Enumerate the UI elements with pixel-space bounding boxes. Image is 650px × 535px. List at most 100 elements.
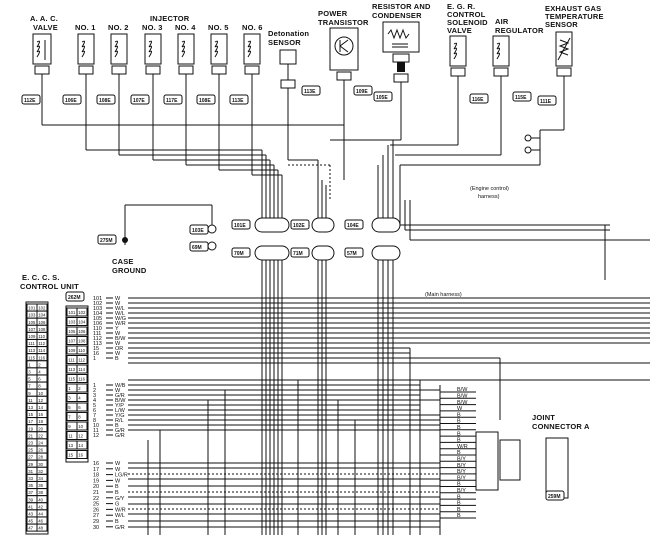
eccs-pin-label: 46	[38, 519, 43, 524]
eccs-pin-b-4: 4	[76, 393, 88, 402]
eccs-pin-b-10: 10	[76, 421, 88, 431]
eccs-pin-103: 103	[26, 310, 38, 319]
label-injector-6: NO. 6	[242, 23, 263, 32]
jc-wire-color: B	[457, 412, 461, 418]
svg-text:(Engine control): (Engine control)	[470, 186, 509, 192]
eccs-pin-b-5: 5	[66, 402, 78, 412]
eccs-pin-label: 4	[78, 396, 81, 401]
eccs-pin-label: 107	[68, 339, 76, 344]
eccs-pin-label: 28	[38, 455, 43, 460]
eccs-pin-label: 116	[78, 377, 85, 382]
eccs-pin-b-107: 107	[66, 336, 78, 345]
pin-number: 25	[93, 502, 99, 508]
eccs-pin-b-1: 1	[66, 383, 78, 393]
eccs-pin-48: 48	[36, 523, 48, 532]
svg-text:CONDENSER: CONDENSER	[372, 11, 422, 20]
eccs-pin-27: 27	[26, 452, 38, 461]
label-power-transistor: POWER TRANSISTOR	[318, 9, 369, 27]
pin-number: 26	[93, 507, 99, 513]
eccs-pin-b-116: 116	[76, 374, 88, 383]
eccs-pin-label: 106	[78, 329, 86, 334]
eccs-pin-label: 45	[28, 519, 33, 524]
resistor-condenser-symbol	[382, 21, 420, 83]
eccs-pin-b-12: 12	[76, 431, 88, 440]
wire-color: W	[115, 461, 121, 467]
egr-solenoid-symbol	[449, 35, 467, 77]
svg-text:SENSOR: SENSOR	[545, 20, 578, 29]
eccs-pin-17: 17	[26, 417, 38, 426]
wire-color: W	[115, 478, 121, 484]
svg-text:104E: 104E	[347, 223, 359, 229]
eccs-pin-41: 41	[26, 502, 38, 511]
wire-color: B/W	[115, 336, 126, 342]
eccs-pin-40: 40	[36, 495, 48, 504]
pin-number: 110	[93, 326, 102, 332]
label-injector-3: NO. 3	[142, 23, 163, 32]
mid-connector-group: 101E 102E 104E 70M 71M 57M 103E 69M	[189, 217, 401, 261]
connector-badges-top: 112E 106E 108E 107E 117E 108E 113E 113E …	[21, 85, 557, 106]
wire-color: W/L	[115, 513, 125, 519]
eccs-pin-label: 25	[28, 448, 33, 453]
wire-color: L/W	[115, 408, 126, 414]
eccs-pin-label: 104	[78, 320, 86, 325]
eccs-pin-label: 108	[38, 327, 46, 332]
eccs-pin-label: 26	[38, 448, 43, 453]
wire-color: LG/R	[115, 473, 128, 479]
eccs-pin-label: 113	[68, 367, 75, 372]
eccs-pin-label: 2	[78, 386, 81, 391]
eccs-pin-label: 9	[28, 391, 31, 396]
pin-number: 5	[93, 403, 96, 409]
eccs-pin-label: 43	[28, 512, 33, 517]
eccs-pin-label: 15	[28, 412, 33, 417]
detonation-sensor-symbol	[279, 49, 297, 89]
wire-color: G/R	[115, 428, 125, 434]
wire-color: B	[115, 519, 119, 525]
eccs-pin-24: 24	[36, 438, 48, 447]
eccs-pin-label: 39	[28, 497, 33, 502]
svg-text:SOLENOID: SOLENOID	[447, 18, 488, 27]
power-transistor-symbol	[329, 27, 359, 81]
pin-number: 16	[93, 461, 99, 467]
eccs-pin-label: 101	[28, 306, 36, 311]
exhaust-gas-sensor-symbol	[555, 31, 573, 77]
jc-wire-color: B	[457, 507, 461, 513]
injector-3-symbol	[144, 33, 162, 75]
svg-text:109E: 109E	[356, 89, 368, 95]
eccs-pin-44: 44	[36, 509, 48, 518]
eccs-pin-b-11: 11	[66, 431, 78, 440]
pin-number: 2	[93, 388, 96, 394]
wire-color: W	[115, 467, 121, 473]
eccs-pin-label: 105	[28, 320, 36, 325]
eccs-pin-label: 5	[68, 405, 71, 410]
wire-color: G/R	[115, 525, 125, 531]
eccs-pin-label: 114	[78, 367, 85, 372]
pin-number: 6	[93, 408, 96, 414]
pin-number: 8	[93, 418, 96, 424]
eccs-pin-label: 109	[28, 334, 36, 339]
eccs-pin-18: 18	[36, 417, 48, 426]
eccs-pin-8: 8	[36, 381, 48, 390]
eccs-pin-45: 45	[26, 516, 38, 525]
pin-number: 12	[93, 433, 99, 439]
eccs-pin-label: 114	[38, 348, 45, 353]
eccs-pin-label: 112	[78, 358, 85, 363]
pin-number: 1	[93, 383, 96, 389]
jc-wire-color: B	[457, 438, 461, 444]
eccs-pin-label: 21	[28, 433, 33, 438]
wire-color: B	[115, 423, 119, 429]
eccs-pin-16: 16	[36, 410, 48, 418]
eccs-pin-113: 113	[26, 346, 38, 355]
eccs-pin-108: 108	[36, 324, 48, 333]
jc-wire-color: B/W	[457, 394, 468, 400]
eccs-pin-label: 47	[28, 526, 33, 531]
pin-number: 16	[93, 351, 99, 357]
wire-color: B	[115, 490, 119, 496]
eccs-pin-label: 14	[78, 443, 83, 448]
eccs-pin-25: 25	[26, 445, 38, 454]
svg-text:CONTROL UNIT: CONTROL UNIT	[20, 282, 79, 291]
svg-text:108E: 108E	[99, 98, 111, 104]
eccs-pin-31: 31	[26, 466, 38, 475]
wire-color: W/L	[115, 311, 125, 317]
svg-text:113E: 113E	[304, 89, 316, 95]
wire-color: W/B	[115, 383, 126, 389]
